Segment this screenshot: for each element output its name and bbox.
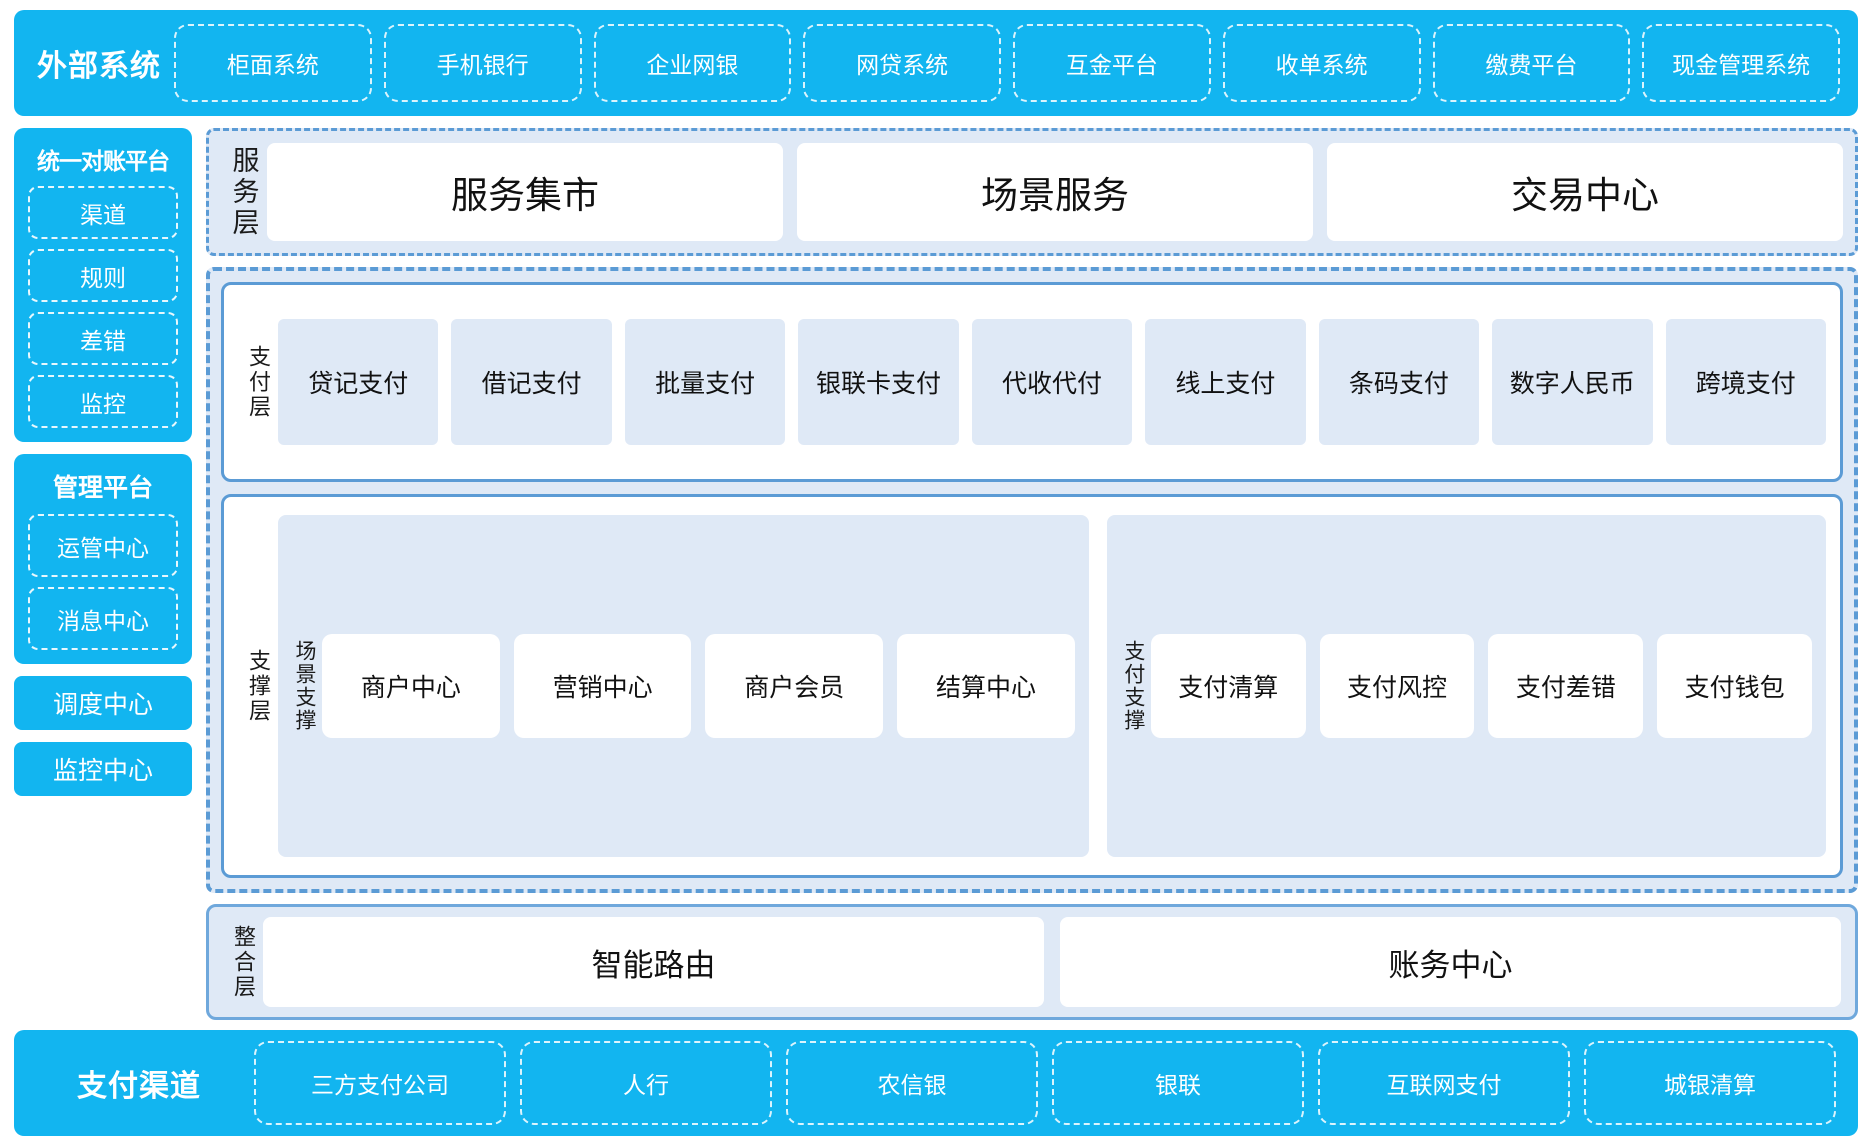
payment-channel-chip[interactable]: 互联网支付 xyxy=(1318,1041,1570,1125)
sidebar-item-rule[interactable]: 规则 xyxy=(28,249,178,302)
payment-card[interactable]: 数字人民币 xyxy=(1492,319,1653,445)
payment-card[interactable]: 贷记支付 xyxy=(278,319,439,445)
service-card-transaction-center[interactable]: 交易中心 xyxy=(1327,143,1843,241)
payment-layer: 支付层 贷记支付 借记支付 批量支付 银联卡支付 代收代付 线上支付 条码支付 … xyxy=(221,282,1843,482)
payment-channel-chip[interactable]: 人行 xyxy=(520,1041,772,1125)
external-system-chip[interactable]: 柜面系统 xyxy=(174,24,372,102)
management-platform-title: 管理平台 xyxy=(52,474,153,502)
payment-card[interactable]: 批量支付 xyxy=(624,319,786,445)
payment-card[interactable]: 借记支付 xyxy=(451,319,612,445)
payment-support-label: 支付支撑 xyxy=(1121,640,1145,732)
reconciliation-platform-title: 统一对账平台 xyxy=(37,148,170,174)
core-platform-wrapper: 支付层 贷记支付 借记支付 批量支付 银联卡支付 代收代付 线上支付 条码支付 … xyxy=(206,267,1858,893)
payment-card[interactable]: 代收代付 xyxy=(971,319,1133,445)
support-layer: 支撑层 场景支撑 商户中心 营销中心 商户会员 结算中心 xyxy=(221,494,1843,878)
payment-channel-chip[interactable]: 三方支付公司 xyxy=(254,1041,506,1125)
sidebar-item-error[interactable]: 差错 xyxy=(28,312,178,365)
sidebar-item-operations-center[interactable]: 运管中心 xyxy=(28,514,178,577)
support-card-payment-clearing[interactable]: 支付清算 xyxy=(1150,634,1306,738)
integration-card-smart-routing[interactable]: 智能路由 xyxy=(263,917,1044,1007)
payment-support-cards: 支付清算 支付风控 支付差错 支付钱包 xyxy=(1150,525,1813,847)
integration-layer-cards: 智能路由 账务中心 xyxy=(263,917,1841,1007)
payment-layer-cards: 贷记支付 借记支付 批量支付 银联卡支付 代收代付 线上支付 条码支付 数字人民… xyxy=(278,295,1826,469)
scene-support-label: 场景支撑 xyxy=(293,640,316,732)
integration-card-accounting-center[interactable]: 账务中心 xyxy=(1060,917,1841,1007)
management-platform-panel: 管理平台 运管中心 消息中心 xyxy=(14,454,192,664)
support-card-payment-wallet[interactable]: 支付钱包 xyxy=(1657,634,1813,738)
external-system-chip[interactable]: 互金平台 xyxy=(1013,24,1211,102)
external-systems-band: 外部系统 柜面系统 手机银行 企业网银 网贷系统 互金平台 收单系统 缴费平台 … xyxy=(14,10,1858,116)
left-sidebar: 统一对账平台 渠道 规则 差错 监控 管理平台 运管中心 消息中心 调度中心 监… xyxy=(14,128,192,1020)
service-layer: 服务层 服务集市 场景服务 交易中心 xyxy=(206,128,1858,256)
payment-card[interactable]: 线上支付 xyxy=(1145,319,1306,445)
payment-channel-chip[interactable]: 银联 xyxy=(1052,1041,1304,1125)
payment-card[interactable]: 条码支付 xyxy=(1318,319,1480,445)
sidebar-item-channel[interactable]: 渠道 xyxy=(28,186,178,239)
external-system-chip[interactable]: 网贷系统 xyxy=(803,24,1001,102)
external-system-chip[interactable]: 缴费平台 xyxy=(1432,24,1631,102)
service-layer-cards: 服务集市 场景服务 交易中心 xyxy=(267,143,1843,241)
payment-channel-chip[interactable]: 农信银 xyxy=(786,1041,1038,1125)
support-card-settlement-center[interactable]: 结算中心 xyxy=(897,634,1075,738)
service-card-scenario[interactable]: 场景服务 xyxy=(797,143,1313,241)
payment-channels-title: 支付渠道 xyxy=(77,1070,201,1103)
external-system-chip[interactable]: 企业网银 xyxy=(593,24,792,102)
payment-layer-label: 支付层 xyxy=(246,344,271,420)
support-card-merchant-center[interactable]: 商户中心 xyxy=(322,634,500,738)
external-system-chip[interactable]: 现金管理系统 xyxy=(1642,24,1840,102)
payment-support-group: 支付支撑 支付清算 支付风控 支付差错 支付钱包 xyxy=(1106,515,1826,857)
sidebar-item-message-center[interactable]: 消息中心 xyxy=(28,587,178,650)
sidebar-item-monitor[interactable]: 监控 xyxy=(28,375,178,428)
service-card-marketplace[interactable]: 服务集市 xyxy=(267,143,783,241)
support-card-payment-risk[interactable]: 支付风控 xyxy=(1319,634,1475,738)
scene-support-cards: 商户中心 营销中心 商户会员 结算中心 xyxy=(322,525,1075,847)
external-systems-list: 柜面系统 手机银行 企业网银 网贷系统 互金平台 收单系统 缴费平台 现金管理系… xyxy=(174,24,1840,102)
integration-layer: 整合层 智能路由 账务中心 xyxy=(206,904,1858,1020)
support-layer-label: 支撑层 xyxy=(246,648,271,724)
external-system-chip[interactable]: 手机银行 xyxy=(383,24,582,102)
payment-channels-band: 支付渠道 三方支付公司 人行 农信银 银联 互联网支付 城银清算 xyxy=(14,1030,1858,1136)
support-card-merchant-member[interactable]: 商户会员 xyxy=(705,634,884,738)
service-layer-label: 服务层 xyxy=(228,145,259,239)
middle-region: 统一对账平台 渠道 规则 差错 监控 管理平台 运管中心 消息中心 调度中心 监… xyxy=(14,128,1858,1020)
reconciliation-platform-panel: 统一对账平台 渠道 规则 差错 监控 xyxy=(14,128,192,442)
sidebar-item-monitoring-center[interactable]: 监控中心 xyxy=(14,742,192,796)
payment-channels-list: 三方支付公司 人行 农信银 银联 互联网支付 城银清算 xyxy=(254,1041,1836,1125)
external-system-chip[interactable]: 收单系统 xyxy=(1222,24,1421,102)
payment-channel-chip[interactable]: 城银清算 xyxy=(1584,1041,1836,1125)
external-systems-title: 外部系统 xyxy=(37,50,161,83)
payment-card[interactable]: 跨境支付 xyxy=(1665,319,1826,445)
sidebar-item-dispatch-center[interactable]: 调度中心 xyxy=(14,676,192,730)
support-card-payment-error[interactable]: 支付差错 xyxy=(1488,634,1644,738)
support-card-marketing-center[interactable]: 营销中心 xyxy=(513,634,692,738)
integration-layer-label: 整合层 xyxy=(231,924,256,1000)
payment-card[interactable]: 银联卡支付 xyxy=(798,319,959,445)
scene-support-group: 场景支撑 商户中心 营销中心 商户会员 结算中心 xyxy=(278,515,1089,857)
support-layer-groups: 场景支撑 商户中心 营销中心 商户会员 结算中心 支付支撑 支付清算 xyxy=(278,507,1826,865)
main-column: 服务层 服务集市 场景服务 交易中心 支付层 贷记支付 借记支付 批量支付 银联… xyxy=(206,128,1858,1020)
